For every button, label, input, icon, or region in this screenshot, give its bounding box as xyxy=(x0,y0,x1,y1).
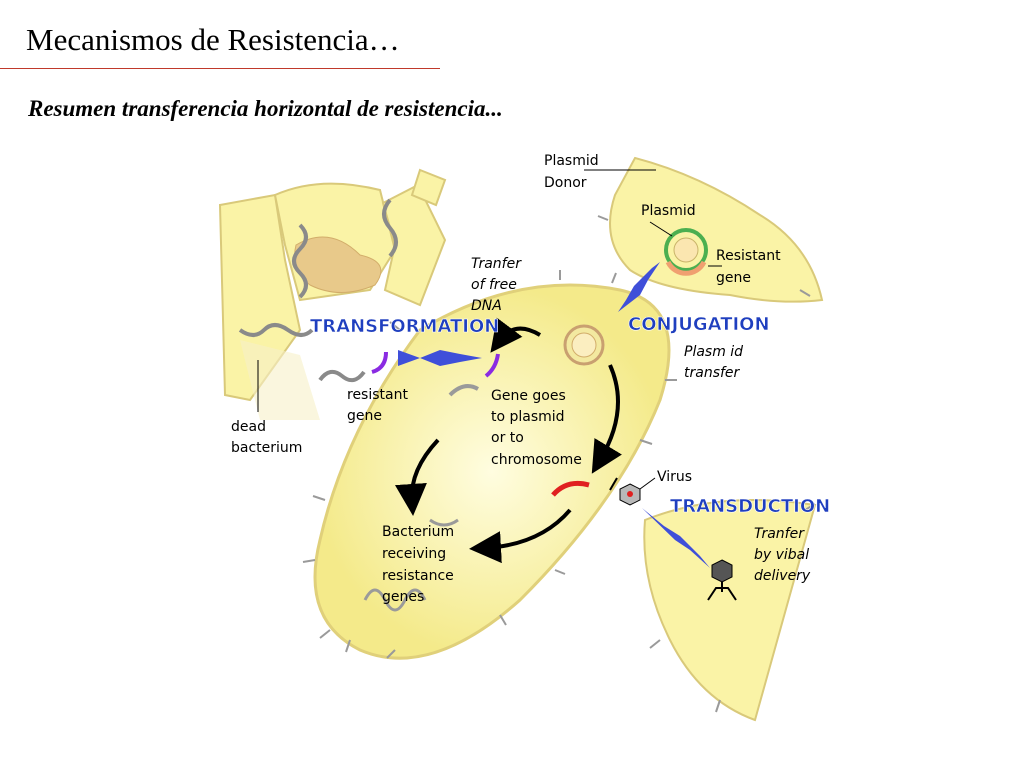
resistant-gene-top-label: Resistant xyxy=(716,248,781,264)
free-dna-label-3: DNA xyxy=(471,298,502,314)
gene-goes-label-4: chromosome xyxy=(491,452,582,468)
resistant-gene-label: resistant xyxy=(347,387,408,403)
virus-label: Virus xyxy=(657,469,692,485)
slide-subtitle: Resumen transferencia horizontal de resi… xyxy=(28,96,503,121)
receiving-bacterium-label-4: genes xyxy=(382,589,424,605)
slide-title: Mecanismos de Resistencia… xyxy=(26,22,400,57)
conjugation-arrow xyxy=(618,262,660,312)
free-dna-label-2: of free xyxy=(471,277,517,293)
cilia xyxy=(302,215,816,713)
transduction-arrow xyxy=(642,508,710,568)
viral-delivery-label-3: delivery xyxy=(754,568,811,584)
gene-goes-label-3: or to xyxy=(491,430,524,446)
plasmid-donor-label-2: Donor xyxy=(544,175,587,191)
transduction-heading: TRANSDUCTION xyxy=(670,496,830,517)
free-dna-label: Tranfer xyxy=(471,256,522,272)
transformation-heading: TRANSFORMATION xyxy=(310,316,499,337)
conjugation-heading: CONJUGATION xyxy=(628,314,770,335)
transformation-arrow xyxy=(398,350,482,366)
resistant-gene-label-2: gene xyxy=(347,408,382,424)
virus-icon xyxy=(609,477,656,506)
plasmid-donor-cell xyxy=(584,156,824,303)
plasmid-transfer-label: Plasm id xyxy=(684,344,743,360)
transduction-cell xyxy=(643,499,817,722)
bacteriophage-icon xyxy=(707,559,737,601)
resistant-gene-top-label-2: gene xyxy=(716,270,751,286)
gene-goes-label: Gene goes xyxy=(491,388,566,404)
viral-delivery-label-2: by vibal xyxy=(754,547,809,563)
gene-goes-label-2: to plasmid xyxy=(491,409,565,425)
title-underline xyxy=(0,68,440,69)
receiving-bacterium-label-2: receiving xyxy=(382,546,446,562)
recipient-bacterium xyxy=(313,283,671,660)
dead-bacterium-fragments xyxy=(218,168,447,420)
receiving-bacterium-label-3: resistance xyxy=(382,568,454,584)
free-resistant-gene xyxy=(371,351,388,374)
plasmid-donor-label: Plasmid xyxy=(544,153,599,169)
dead-bacterium-label-2: bacterium xyxy=(231,440,302,456)
plasmid-label: Plasmid xyxy=(641,203,696,219)
dead-bacterium-label: dead xyxy=(231,419,266,435)
receiving-bacterium-label: Bacterium xyxy=(382,524,454,540)
viral-delivery-label: Tranfer xyxy=(754,526,805,542)
plasmid-transfer-label-2: transfer xyxy=(684,365,741,381)
